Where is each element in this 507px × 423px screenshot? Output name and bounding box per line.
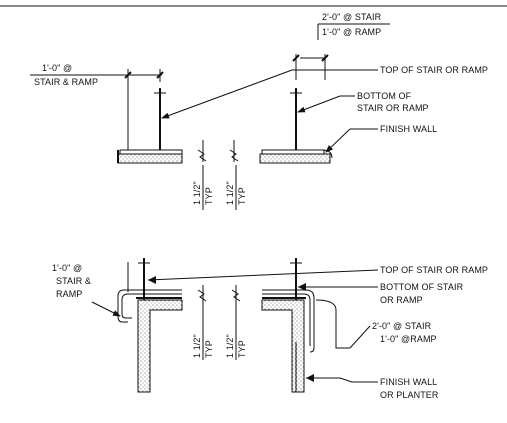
top-dim-tick-2 [156, 71, 164, 79]
bottom-break-left [197, 289, 207, 302]
bottom-callout-top-of-stair: TOP OF STAIR OR RAMP [380, 265, 488, 275]
bottom-callout-finish-line1: FINISH WALL [380, 377, 437, 387]
top-break-left [197, 149, 207, 162]
bottom-callout-top-leader [147, 269, 379, 281]
top-callout-top-leader [161, 69, 293, 119]
bottom-gap-dim-1-typ: TYP [204, 340, 214, 358]
bottom-callout-dim-line2: 1'-0" @RAMP [380, 334, 437, 344]
bottom-right-rail-bend [262, 289, 315, 353]
top-dim-left-line1: 1'-0" @ [42, 63, 72, 73]
bottom-callout-finish-arrow [306, 374, 314, 382]
bottom-callout-bottom-line1: BOTTOM OF STAIR [380, 282, 464, 292]
bottom-right-finish-wall [261, 299, 305, 393]
bottom-dim-left-line2: STAIR & [56, 276, 91, 286]
bottom-callout-finish-leader-b [339, 377, 353, 383]
top-callout-bottom-leader [297, 95, 341, 113]
top-right-finish-wall [259, 153, 331, 164]
top-gap-dim-2-value: 1 1/2" [225, 181, 235, 205]
top-callout-bottom-line2: STAIR OR RAMP [357, 103, 429, 113]
top-left-rail-plate [119, 149, 183, 155]
bottom-left-finish-wall [137, 299, 183, 393]
bottom-gap-dim-1-value: 1 1/2" [192, 334, 202, 358]
top-left-finish-wall [117, 153, 183, 164]
top-dim-tick-1 [124, 71, 132, 79]
bottom-callout-top-arrow [148, 276, 156, 284]
bottom-callout-finish-line2: OR PLANTER [380, 390, 439, 400]
top-callout-bottom-line1: BOTTOM OF [357, 91, 412, 101]
top-dim-right-tick-2 [321, 54, 329, 62]
bottom-callout-bottom-line2: OR RAMP [380, 295, 423, 305]
bottom-left-rail-bend-inner [121, 293, 182, 319]
bottom-left-rail-bend [117, 289, 182, 323]
top-callout-finish-wall: FINISH WALL [380, 124, 437, 134]
bottom-callout-dim-line1: 2'-0" @ STAIR [372, 321, 432, 331]
bottom-callout-dim-bracket [315, 299, 350, 349]
top-dim-right-tick-1 [292, 54, 300, 62]
top-gap-dim-1-typ: TYP [204, 187, 214, 205]
top-callout-top-of-stair: TOP OF STAIR OR RAMP [380, 65, 488, 75]
bottom-right-rail-bend-inner [262, 293, 311, 346]
top-gap-dim-2-typ: TYP [237, 187, 247, 205]
bottom-callout-bottom-arrow [298, 283, 306, 291]
top-right-rail-plate [261, 149, 325, 155]
top-callout-finish-leader [325, 128, 351, 153]
bottom-callout-dim-leader [349, 325, 371, 349]
bottom-gap-dim-2-typ: TYP [237, 340, 247, 358]
top-dim-left-line2: STAIR & RAMP [34, 77, 98, 87]
top-gap-dim-1-value: 1 1/2" [192, 181, 202, 205]
bottom-dim-left-line1: 1'-0" @ [52, 263, 82, 273]
top-dim-right-line1: 2'-0" @ STAIR [322, 12, 382, 22]
bottom-dim-left-leader [91, 301, 121, 317]
top-dim-right-line2: 1'-0" @ RAMP [322, 27, 381, 37]
bottom-dim-left-line3: RAMP [56, 289, 82, 299]
bottom-gap-dim-2-value: 1 1/2" [225, 334, 235, 358]
